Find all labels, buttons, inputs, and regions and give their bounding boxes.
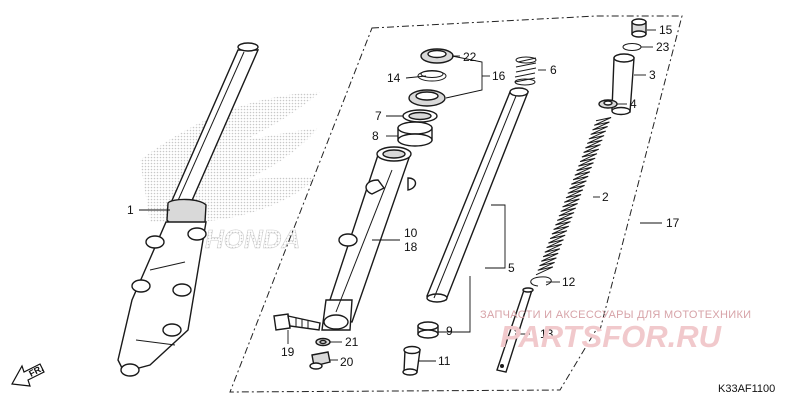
callout-10: 10 [404,226,418,240]
part-5-fork-pipe [426,87,530,303]
part-9-bush [417,321,439,339]
callout-9: 9 [446,324,453,338]
callout-5: 5 [508,261,515,275]
assembly-outline [229,15,683,393]
front-direction-arrow: FR. [11,363,45,387]
callout-12: 12 [562,275,576,289]
callout-16: 16 [492,69,506,83]
part-4-spring-seat [598,99,618,109]
part-2-fork-spring [535,117,612,276]
callouts: 1 2 3 4 5 6 7 8 9 10 11 12 13 14 15 16 1… [127,23,680,369]
part-10-fork-slider [321,146,417,331]
callout-14: 14 [387,71,401,85]
callout-13: 13 [540,327,554,341]
honda-logo-text: HONDA [205,224,300,254]
watermark: ЗАПЧАСТИ И АКСЕССУАРЫ ДЛЯ МОТОТЕХНИКИ PA… [480,309,751,354]
diagram-code: K33AF1100 [718,383,775,395]
part-7-back-up-ring [402,109,438,123]
leader-lines [139,29,662,362]
part-20-drain-bolt [309,351,331,370]
part-8-slider-bush [397,121,433,147]
callout-3: 3 [649,68,656,82]
callout-19: 19 [281,345,295,359]
part-13-damper-rod [496,287,534,373]
part-12-circlip [530,276,552,287]
callout-15: 15 [659,23,673,37]
callout-11: 11 [438,354,451,368]
callout-7: 7 [375,109,382,123]
callout-22: 22 [463,50,477,64]
callout-23: 23 [656,40,670,54]
part-3-spacer [611,53,635,116]
watermark-brand: PARTSFOR.RU [500,319,723,354]
callout-1: 1 [127,203,134,217]
part-16-oil-seal [408,89,446,107]
part-19-socket-bolt [273,313,321,331]
part-14-clip [417,70,447,82]
part-11-oil-lock-piece [402,345,421,376]
callout-18: 18 [404,240,418,254]
watermark-tagline: ЗАПЧАСТИ И АКСЕССУАРЫ ДЛЯ МОТОТЕХНИКИ [480,309,751,321]
part-22-dust-seal [420,48,454,64]
part-23-o-ring [622,43,642,51]
part-15-fork-bolt [631,18,647,38]
part-6-rebound-spring [514,56,537,86]
front-label: FR. [27,363,44,379]
callout-17: 17 [666,216,680,230]
part-1-fork-assembly [117,42,260,377]
callout-6: 6 [550,63,557,77]
callout-21: 21 [345,335,359,349]
callout-4: 4 [630,97,637,111]
callout-20: 20 [340,355,354,369]
callout-8: 8 [372,129,379,143]
callout-2: 2 [602,190,609,204]
part-21-washer [315,337,331,347]
